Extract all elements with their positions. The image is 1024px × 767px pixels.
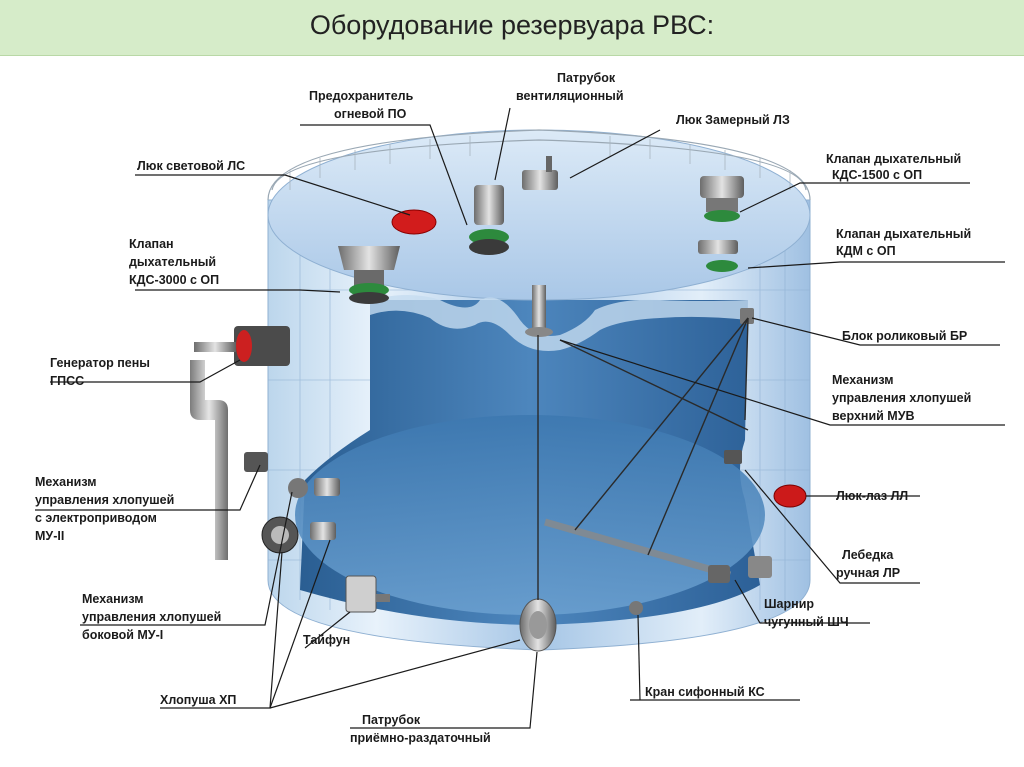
label-khlopusha: Хлопуша ХП bbox=[160, 693, 236, 707]
label-predokhranitel: Предохранитель огневой ПО bbox=[309, 89, 417, 121]
fire-arrester-icon bbox=[469, 185, 509, 255]
slide-title: Оборудование резервуара РВС: bbox=[309, 10, 715, 40]
label-tayfun: Тайфун bbox=[303, 633, 350, 647]
leader-lines bbox=[35, 107, 1005, 729]
light-hatch-icon bbox=[391, 209, 437, 235]
label-kran-sifonny: Кран сифонный КС bbox=[645, 685, 765, 699]
manhole-icon bbox=[773, 484, 807, 508]
label-klapan-kdm: Клапан дыхательный КДМ с ОП bbox=[836, 227, 975, 258]
label-mekh-mu1: Механизм управления хлопушей боковой МУ-… bbox=[82, 592, 225, 642]
label-mekh-mu2: Механизм управления хлопушей с электропр… bbox=[35, 475, 178, 543]
label-patrubok-vent: Патрубок вентиляционный bbox=[516, 71, 624, 103]
equipment bbox=[190, 156, 807, 652]
roller-block-icon bbox=[740, 308, 754, 324]
winch-icon bbox=[748, 556, 772, 578]
label-sharnir: Шарнир чугунный ШЧ bbox=[764, 597, 849, 629]
label-generator: Генератор пены ГПСС bbox=[50, 356, 153, 388]
typhoon-icon bbox=[345, 575, 390, 613]
label-klapan-kds1500: Клапан дыхательный КДС-1500 с ОП bbox=[826, 152, 965, 182]
label-lebedka: Лебедка ручная ЛР bbox=[836, 548, 900, 580]
side-valve-icon bbox=[288, 478, 308, 498]
siphon-valve-icon bbox=[629, 601, 643, 615]
labels: Люк световой ЛС Предохранитель огневой П… bbox=[35, 71, 975, 745]
label-klapan-kds3000: Клапан дыхательный КДС-3000 с ОП bbox=[129, 237, 220, 287]
roof-railing bbox=[267, 129, 811, 201]
label-patrubok-priemno: Патрубок приёмно-раздаточный bbox=[350, 713, 491, 745]
receiving-pipe-icon bbox=[519, 598, 557, 652]
vent-pipe-icon bbox=[522, 156, 558, 190]
breathing-valve-kds3000-icon bbox=[338, 246, 400, 304]
label-lyuk-zamerny: Люк Замерный ЛЗ bbox=[676, 113, 790, 127]
breathing-valve-kdm-icon bbox=[698, 240, 738, 272]
hinge-icon bbox=[708, 565, 730, 583]
level-gauge-icon bbox=[525, 285, 553, 337]
tank-floor bbox=[295, 415, 765, 615]
inner-pipeline bbox=[544, 518, 731, 579]
breathing-valve-kds1500-icon bbox=[700, 176, 744, 222]
tank-body bbox=[267, 129, 811, 651]
mu2-mechanism-icon bbox=[244, 452, 268, 472]
label-lyuk-laz: Люк-лаз ЛЛ bbox=[836, 489, 908, 503]
label-mekh-muv: Механизм управления хлопушей верхний МУВ bbox=[832, 373, 975, 423]
label-blok-rolikovy: Блок роликовый БР bbox=[842, 329, 967, 343]
label-lyuk-svetovoy: Люк световой ЛС bbox=[137, 159, 245, 173]
slide-header: Оборудование резервуара РВС: bbox=[0, 0, 1024, 56]
